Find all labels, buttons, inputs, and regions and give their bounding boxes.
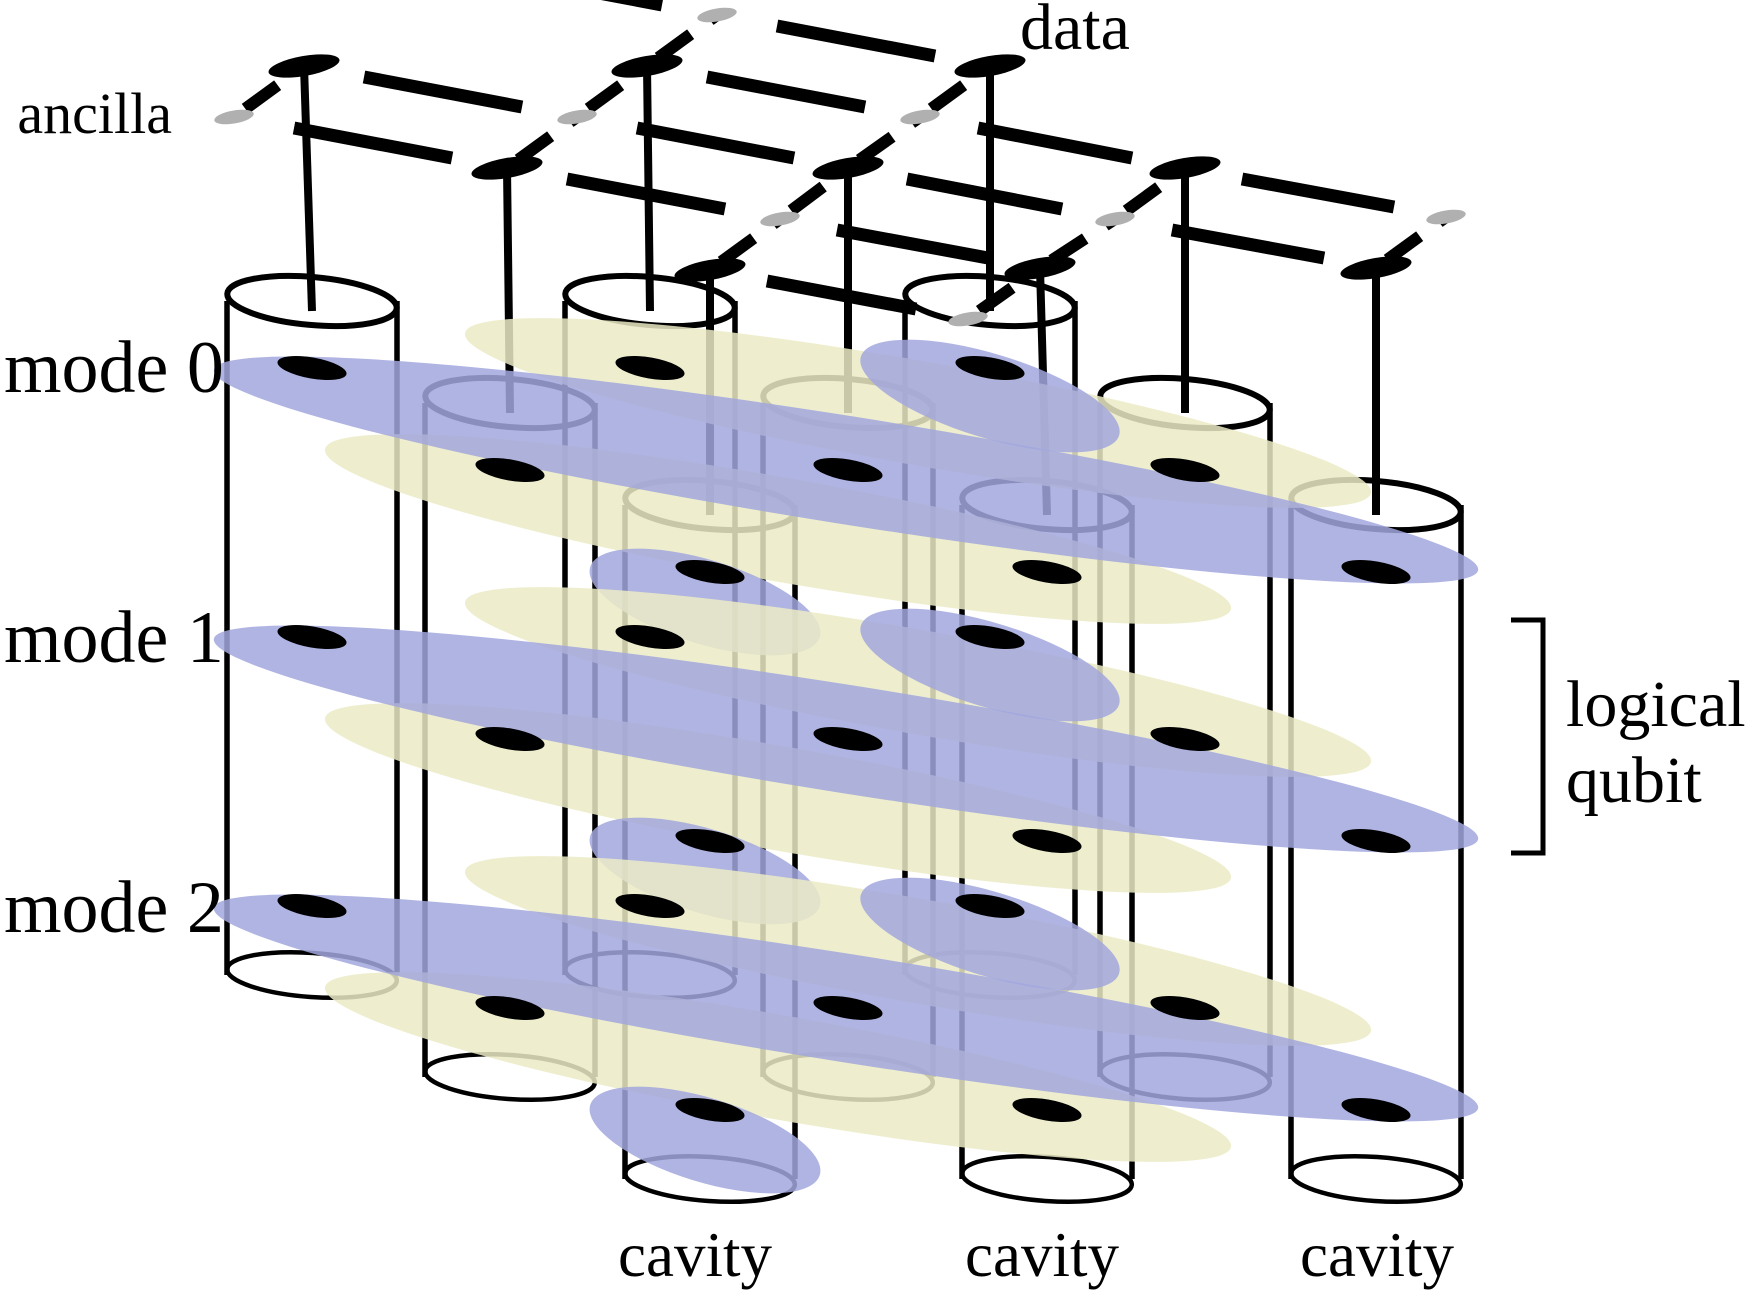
mode-2-dot xyxy=(1150,996,1220,1020)
mode-0-dot xyxy=(475,458,545,482)
stabilizer-stripe-yellow xyxy=(464,318,1372,508)
mode-2-dot xyxy=(1341,1098,1411,1122)
label-cavity-2: cavity xyxy=(965,1220,1119,1290)
data-qubit xyxy=(1149,156,1221,180)
mode-1-dot xyxy=(1150,727,1220,751)
data-qubit xyxy=(674,258,746,282)
mode-1-dot xyxy=(277,625,347,649)
coupler-bar xyxy=(635,121,796,165)
label-mode-2: mode 2 xyxy=(4,867,224,949)
coupler-dash xyxy=(964,263,1044,324)
ancilla-qubit xyxy=(1426,209,1466,225)
cavity-bottom-ellipse xyxy=(1288,1154,1464,1204)
stabilizer-stripe-blue xyxy=(860,877,1120,991)
cavity-bottom-ellipse xyxy=(959,1154,1135,1204)
mode-dots-layer xyxy=(277,356,1411,1122)
stabilizer-stripe-yellow xyxy=(324,434,1232,624)
ancilla-qubit xyxy=(1095,211,1135,227)
data-qubit xyxy=(611,54,683,78)
coupler-bar xyxy=(775,19,937,63)
mode-1-dot xyxy=(955,625,1025,649)
coupler-dash xyxy=(573,61,651,122)
mode-2-dot xyxy=(277,894,347,918)
coupler-bar xyxy=(765,274,918,316)
mode-2-dot xyxy=(813,996,883,1020)
stabilizer-stripe-yellow xyxy=(324,972,1232,1162)
label-mode-1: mode 1 xyxy=(4,597,224,679)
ancilla-qubit xyxy=(697,7,737,23)
ancilla-qubit xyxy=(214,109,254,125)
qubit-cavity-line xyxy=(643,65,654,312)
coupler-bar xyxy=(976,121,1134,165)
stabilizer-stripe-blue xyxy=(589,1086,821,1194)
coupler-bar xyxy=(1240,172,1396,214)
mode-0-dot xyxy=(1150,458,1220,482)
mode-0-dot xyxy=(615,356,685,380)
stabilizer-stripe-yellow xyxy=(464,856,1372,1046)
qubit-cavity-line xyxy=(300,65,316,312)
stabilizer-stripe-yellow xyxy=(324,703,1232,893)
label-logical-qubit-line1: logical xyxy=(1566,668,1746,741)
coupler-bar xyxy=(905,172,1064,216)
mode-0-dot xyxy=(955,356,1025,380)
coupler-bar xyxy=(292,121,454,165)
mode-1-dot xyxy=(475,727,545,751)
label-logical-qubit-line2: qubit xyxy=(1566,744,1702,817)
ancilla-qubit xyxy=(557,109,597,125)
mode-0-dot xyxy=(675,560,745,584)
stabilizer-stripe-blue xyxy=(860,339,1120,453)
data-qubit xyxy=(268,54,340,78)
data-qubit xyxy=(954,54,1026,78)
mode-0-dot xyxy=(1341,560,1411,584)
data-qubit xyxy=(1340,256,1412,280)
label-cavity-1: cavity xyxy=(618,1220,772,1290)
mode-0-dot xyxy=(277,356,347,380)
data-qubit xyxy=(812,156,884,180)
data-qubit xyxy=(1004,256,1076,280)
mode-1-dot xyxy=(675,829,745,853)
mode-0-dot xyxy=(1012,560,1082,584)
lattice-bars-layer xyxy=(292,0,1396,316)
mode-2-dot xyxy=(1012,1098,1082,1122)
coupler-bar xyxy=(705,70,867,114)
mode-1-dot xyxy=(1012,829,1082,853)
label-cavity-3: cavity xyxy=(1300,1220,1454,1290)
logical-qubit-bracket xyxy=(1511,617,1546,856)
mode-2-dot xyxy=(475,996,545,1020)
coupler-bar xyxy=(1170,223,1326,265)
data-qubit xyxy=(471,156,543,180)
label-ancilla: ancilla xyxy=(17,81,172,146)
coupler-bar xyxy=(362,70,524,114)
coupler-dash xyxy=(230,61,308,122)
mode-1-dot xyxy=(813,727,883,751)
coupler-dash xyxy=(916,61,994,122)
stabilizer-stripe-blue xyxy=(860,608,1120,722)
stabilizer-stripe-yellow xyxy=(464,587,1372,777)
ancilla-qubit xyxy=(760,211,800,227)
coupler-bar xyxy=(835,223,990,265)
label-data: data xyxy=(1020,0,1130,64)
mode-1-dot xyxy=(1341,829,1411,853)
mode-0-dot xyxy=(813,458,883,482)
mode-1-dot xyxy=(615,625,685,649)
ancilla-qubit xyxy=(900,109,940,125)
label-mode-0: mode 0 xyxy=(4,327,224,409)
mode-2-dot xyxy=(615,894,685,918)
mode-2-dot xyxy=(955,894,1025,918)
lattice-qubits-layer xyxy=(214,7,1466,327)
coupler-dash xyxy=(1111,163,1189,224)
ancilla-qubit xyxy=(948,311,988,327)
mode-2-dot xyxy=(675,1098,745,1122)
coupler-bar xyxy=(600,0,663,12)
coupler-dash xyxy=(776,163,852,224)
